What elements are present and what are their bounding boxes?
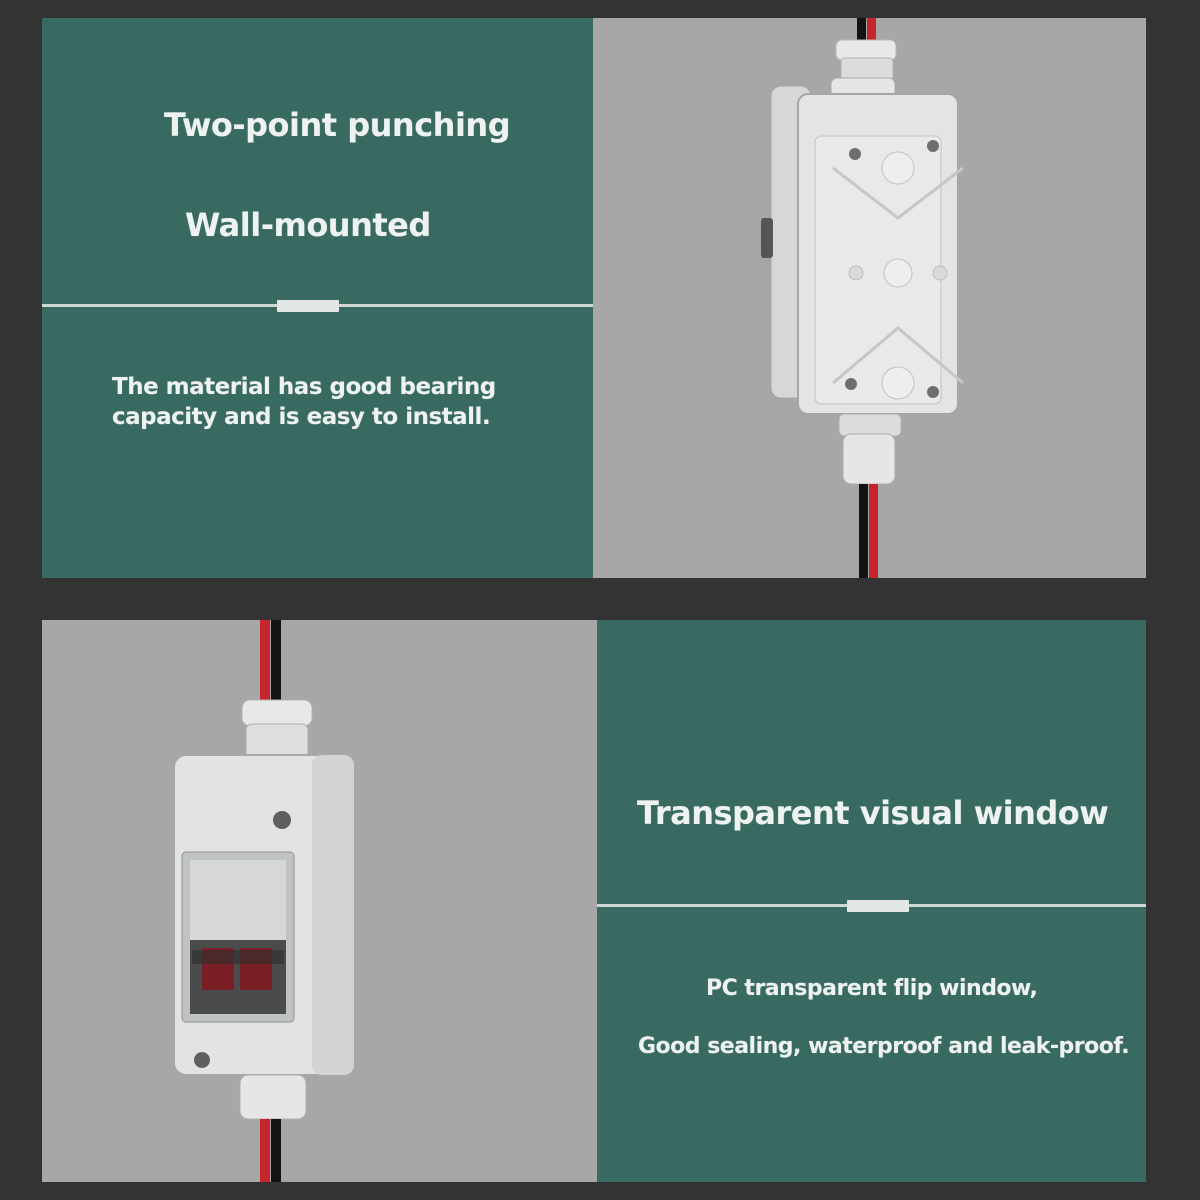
heading-wall-mounted: Wall-mounted [185,206,431,244]
description-window-line-1: PC transparent flip window, [706,976,1038,1001]
bottom-photo-panel [42,620,597,1182]
top-text-panel: Two-point punching Wall-mounted The mate… [42,18,593,578]
junction-box-window-photo [173,620,355,1182]
heading-transparent-visual-window: Transparent visual window [637,794,1109,832]
description-bearing-line-1: The material has good bearing [112,374,496,400]
bottom-text-panel: Transparent visual window PC transparent… [597,620,1146,1182]
bottom-divider-tab [847,900,909,912]
description-bearing-line-2: capacity and is easy to install. [112,404,491,430]
top-divider-tab [277,300,339,312]
junction-box-back-photo [761,18,964,578]
top-photo-panel [593,18,1146,578]
description-window-line-2: Good sealing, waterproof and leak-proof. [638,1034,1130,1059]
heading-two-point-punching: Two-point punching [164,106,511,144]
